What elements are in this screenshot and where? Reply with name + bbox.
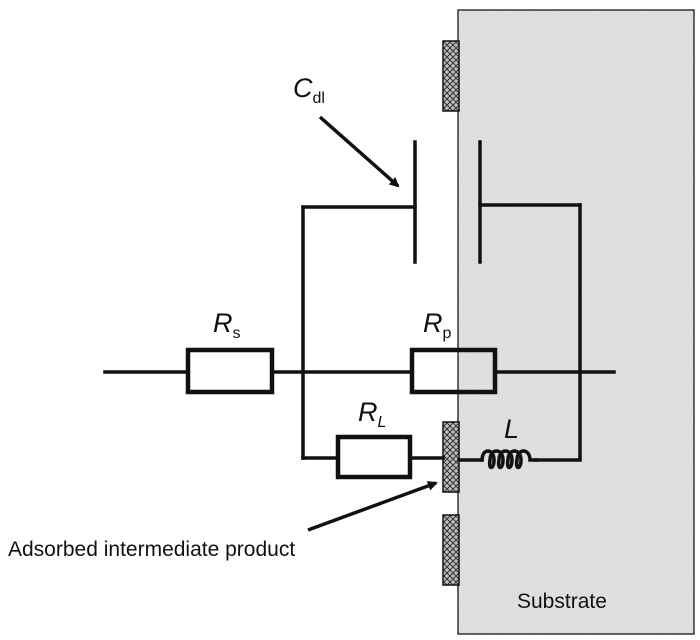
adsorbed-patch-middle: [442, 421, 460, 493]
capacitor-cdl: [413, 140, 482, 264]
substrate-block: [457, 9, 695, 635]
adsorbed-patches: [442, 40, 460, 586]
label-adsorbed-intermediate: Adsorbed intermediate product: [8, 538, 295, 561]
label-l: L: [504, 414, 519, 444]
adsorbed-patch-bottom: [442, 514, 460, 586]
circuit-wires: [103, 203, 616, 462]
cdl-pointer-arrow: [318, 115, 400, 188]
label-rp: Rp: [423, 308, 452, 342]
adsorbed-patch-top: [442, 40, 460, 112]
resistor-rp: [409, 347, 498, 395]
label-rl: RL: [358, 397, 386, 431]
resistor-rs: [185, 347, 275, 395]
inductor-l: [480, 449, 538, 470]
label-rs: Rs: [213, 308, 241, 342]
adsorbed-pointer-arrow: [307, 481, 438, 532]
label-substrate: Substrate: [517, 590, 607, 613]
resistor-rl: [335, 434, 413, 480]
label-cdl: Cdl: [293, 73, 325, 107]
